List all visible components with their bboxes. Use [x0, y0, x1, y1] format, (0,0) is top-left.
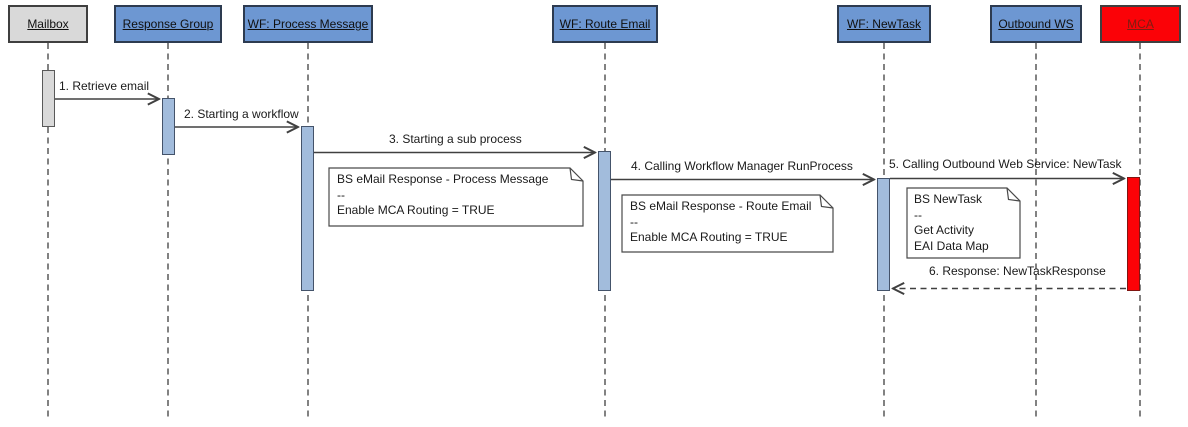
actor-outbound-ws: Outbound WS — [990, 5, 1082, 43]
note-line: BS eMail Response - Route Email — [630, 199, 812, 213]
note-line: -- — [337, 187, 345, 202]
note-shape-2 — [621, 194, 834, 253]
note-process-message: BS eMail Response - Process Message -- E… — [337, 172, 548, 219]
note-shape-3 — [906, 187, 1021, 259]
note-line: Enable MCA Routing = TRUE — [337, 203, 495, 217]
actor-label: MCA — [1127, 17, 1154, 31]
note-line: BS eMail Response - Process Message — [337, 172, 549, 186]
message-label-1: 1. Retrieve email — [59, 79, 150, 93]
note-line: Enable MCA Routing = TRUE — [630, 230, 788, 244]
actor-label: Outbound WS — [998, 17, 1074, 31]
note-newtask: BS NewTask -- Get Activity EAI Data Map — [914, 192, 989, 254]
note-line: BS NewTask — [914, 192, 983, 206]
actor-wf-process-message: WF: Process Message — [243, 5, 373, 43]
activation-mca — [1127, 177, 1140, 291]
message-label-4: 4. Calling Workflow Manager RunProcess — [631, 159, 853, 173]
note-line: -- — [914, 207, 922, 222]
actor-label: WF: Route Email — [559, 17, 651, 31]
actor-response-group: Response Group — [114, 5, 222, 43]
actor-wf-newtask: WF: NewTask — [837, 5, 931, 43]
activation-mailbox — [42, 70, 55, 127]
activation-wf-process-message — [301, 126, 314, 291]
note-fold-3-icon — [1006, 187, 1021, 202]
note-fold-1-icon — [569, 167, 584, 182]
message-label-3: 3. Starting a sub process — [389, 132, 522, 146]
actor-label: WF: NewTask — [846, 17, 921, 31]
note-fold-2-icon — [819, 194, 834, 209]
actor-wf-route-email: WF: Route Email — [552, 5, 658, 43]
note-line: EAI Data Map — [914, 238, 989, 253]
note-line: -- — [630, 214, 638, 229]
actor-mca: MCA — [1100, 5, 1181, 43]
message-label-2: 2. Starting a workflow — [184, 107, 299, 121]
activation-wf-newtask — [877, 178, 890, 291]
activation-wf-route-email — [598, 151, 611, 291]
actor-mailbox: Mailbox — [8, 5, 88, 43]
activation-response-group — [162, 98, 175, 155]
note-route-email: BS eMail Response - Route Email -- Enabl… — [630, 199, 811, 246]
actor-label: WF: Process Message — [247, 17, 369, 31]
message-label-5: 5. Calling Outbound Web Service: NewTask — [889, 157, 1122, 171]
actor-label: Mailbox — [27, 17, 69, 31]
actor-label: Response Group — [122, 17, 214, 31]
message-label-6: 6. Response: NewTaskResponse — [929, 264, 1106, 278]
note-line: Get Activity — [914, 223, 975, 237]
note-shape-1 — [328, 167, 584, 227]
